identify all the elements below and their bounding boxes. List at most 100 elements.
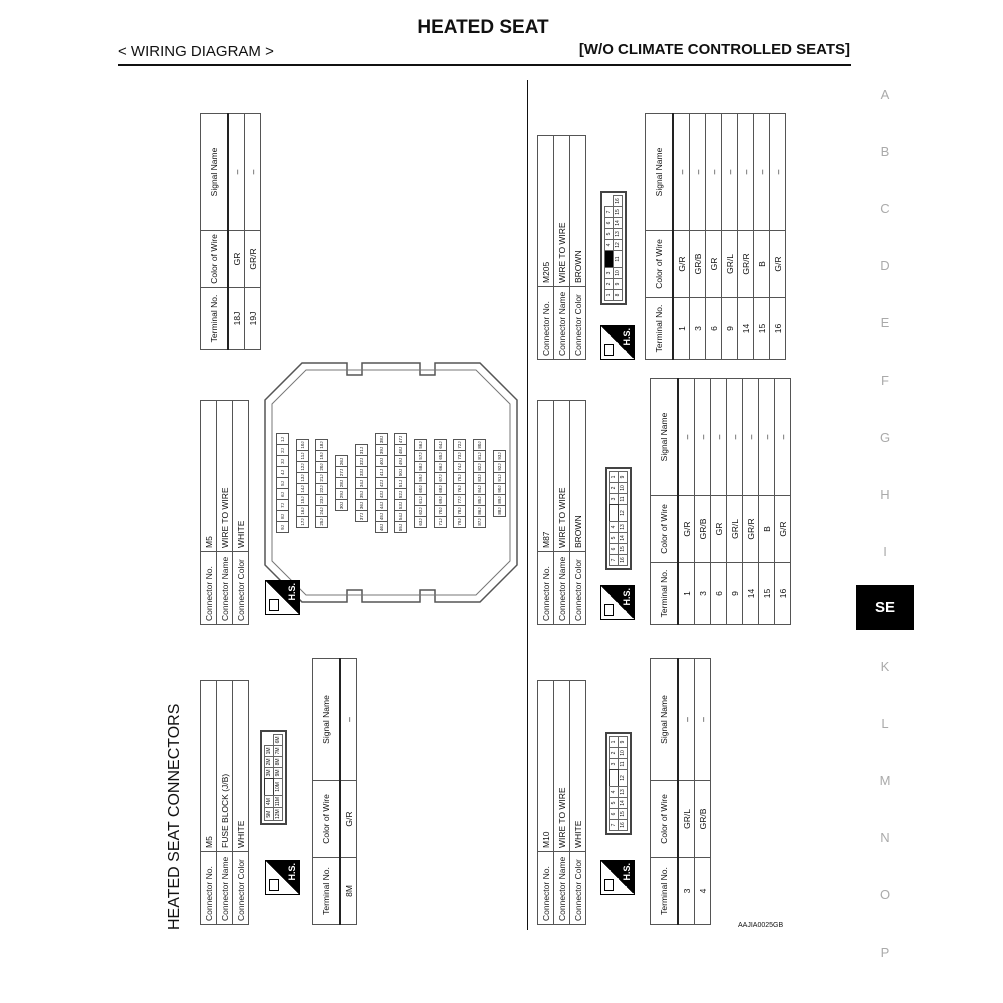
terminal-no: 16 xyxy=(769,297,786,360)
section-tab-g[interactable]: G xyxy=(879,430,891,445)
pin-cell: 14 xyxy=(618,797,628,809)
header-terminal-no: Terminal No. xyxy=(312,857,340,925)
wire-color: G/R xyxy=(774,495,791,563)
terminal-no: 3 xyxy=(694,562,711,625)
pin-cell: 71J xyxy=(433,516,447,528)
pin-cell: 7 xyxy=(609,554,619,566)
pin-cell: 8M xyxy=(273,756,283,768)
pin-cell: 6 xyxy=(609,808,619,820)
section-tab-c[interactable]: C xyxy=(880,201,890,216)
info-label: Connector No. xyxy=(537,551,554,625)
pin-cell: 74J xyxy=(453,461,467,473)
signal-name: – xyxy=(689,113,706,231)
wire-color: GR xyxy=(705,230,722,298)
pin-cell: 80J xyxy=(473,439,487,451)
pin-cell: 32J xyxy=(354,455,368,468)
section-tab-i[interactable]: I xyxy=(883,544,887,559)
wire-color: GR/B xyxy=(689,230,706,298)
signal-name: – xyxy=(673,113,690,231)
section-tab-f[interactable]: F xyxy=(881,373,889,388)
pin-cell: 47J xyxy=(394,433,408,446)
pin-cell: 30J xyxy=(335,499,349,512)
header-color-of-wire: Color of Wire xyxy=(650,495,678,563)
pin-cell: 58J xyxy=(414,461,428,473)
pin-cell: 6M xyxy=(273,734,283,746)
pin-cell: 3 xyxy=(609,493,619,505)
wire-color: GR/L xyxy=(726,495,743,563)
section-tab-l[interactable]: L xyxy=(881,716,889,731)
terminal-no: 8M xyxy=(340,857,357,925)
section-tab-d[interactable]: D xyxy=(880,258,890,273)
signal-name: – xyxy=(753,113,770,231)
pin-cell: 63J xyxy=(414,516,428,528)
pin-cell: 37J xyxy=(354,510,368,523)
pin-cell: 5 xyxy=(604,228,614,240)
section-tab-o[interactable]: O xyxy=(879,887,891,902)
hs-label: H.S. xyxy=(622,588,632,606)
pin-cell: 13J xyxy=(295,472,309,484)
section-tab-k[interactable]: K xyxy=(880,659,890,674)
pin-cell: 11 xyxy=(618,758,628,770)
pin-cell: 50J xyxy=(394,466,408,479)
pin-cell: 2 xyxy=(609,747,619,759)
pin-cell: 21J xyxy=(315,472,329,484)
pin-cell: 7M xyxy=(273,745,283,757)
pin-cell: 7 xyxy=(604,206,614,218)
header-terminal-no: Terminal No. xyxy=(645,297,673,360)
pin-cell: 15 xyxy=(618,808,628,820)
pin-cell: 69J xyxy=(433,494,447,506)
section-tab-e[interactable]: E xyxy=(880,315,890,330)
terminal-no: 1 xyxy=(678,562,695,625)
wire-color: GR/R xyxy=(742,495,759,563)
section-tab-h[interactable]: H xyxy=(880,487,890,502)
section-tab-a[interactable]: A xyxy=(880,87,890,102)
pin-cell: 9 xyxy=(618,736,628,748)
pin-cell: 55J xyxy=(394,521,408,534)
info-label: Connector Color xyxy=(232,851,249,925)
pin-cell: 1 xyxy=(609,736,619,748)
pin-cell: 16 xyxy=(613,195,623,207)
header-color-of-wire: Color of Wire xyxy=(650,780,678,858)
pin-cell: 64J xyxy=(433,439,447,451)
signal-name: – xyxy=(710,378,727,496)
pin-cell: 13 xyxy=(618,786,628,798)
wire-color: GR/B xyxy=(694,780,711,858)
info-value-color: WHITE xyxy=(569,680,586,852)
pin-cell: 66J xyxy=(433,461,447,473)
pin-cell: 68J xyxy=(433,483,447,495)
section-tab-m[interactable]: M xyxy=(879,773,891,788)
pin-cell: 42J xyxy=(374,477,388,490)
pin-cell: 52J xyxy=(394,488,408,501)
pin-cell: 16 xyxy=(618,819,628,831)
terminal-no: 4 xyxy=(694,857,711,925)
section-tab-se[interactable]: SE xyxy=(856,585,914,630)
pin-cell: 10M xyxy=(273,778,283,796)
pin-cell: 5J xyxy=(276,477,289,490)
section-tab-b[interactable]: B xyxy=(880,144,890,159)
header-rule xyxy=(118,64,851,66)
pin-cell: 3 xyxy=(604,267,614,279)
diagram-title: HEATED SEAT CONNECTORS xyxy=(166,703,183,930)
info-label: Connector Name xyxy=(216,551,233,625)
section-tab-n[interactable]: N xyxy=(880,830,890,845)
section-tab-p[interactable]: P xyxy=(880,945,890,960)
